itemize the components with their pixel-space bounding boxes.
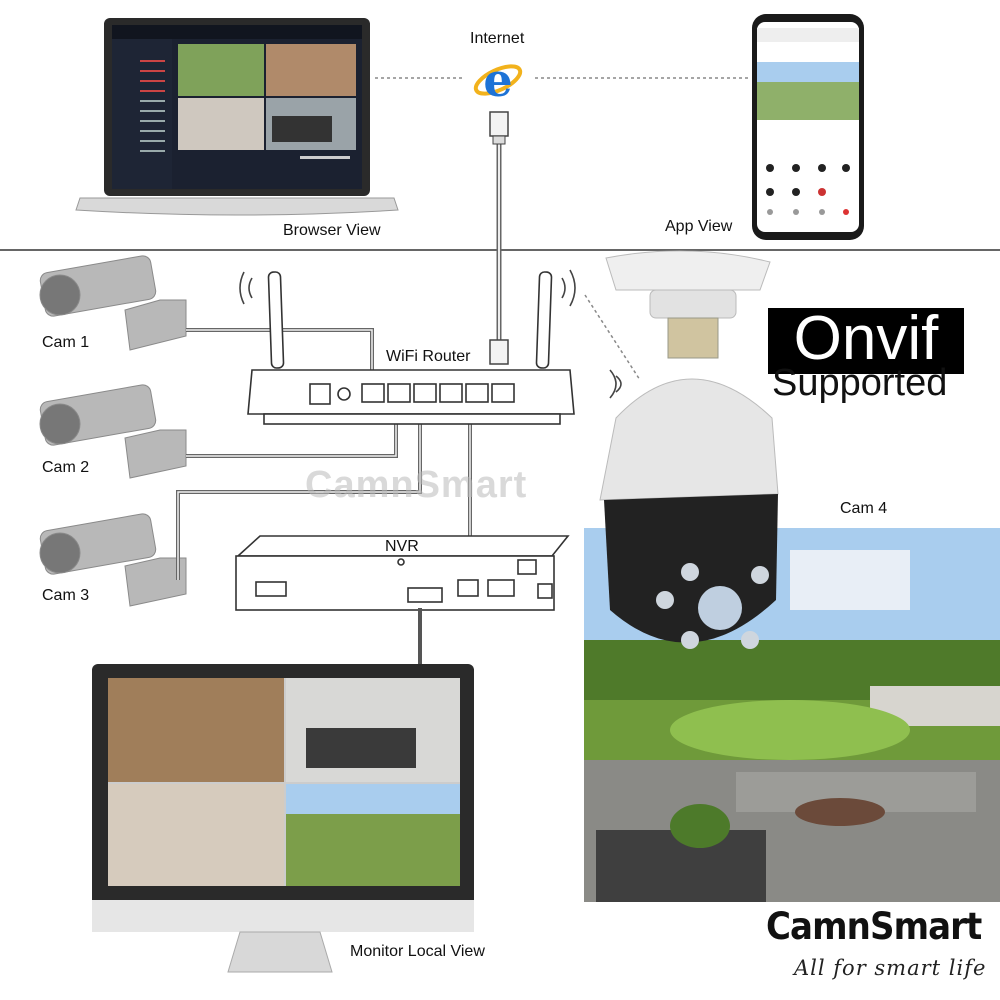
brand-logo: CamnSmart <box>766 905 982 948</box>
watermark-text: CamnSmart <box>305 464 528 506</box>
nvr-illustration <box>235 535 570 611</box>
wifi-waves-icon <box>239 269 576 307</box>
onvif-subtitle: Supported <box>772 362 948 404</box>
dotted-link-cam4 <box>584 294 641 381</box>
cam2-illustration <box>39 384 187 479</box>
onvif-title: Onvif <box>793 304 939 373</box>
cam4-illustration <box>599 250 779 649</box>
cam3-label: Cam 3 <box>42 587 90 604</box>
cam4-label: Cam 4 <box>840 500 888 517</box>
cam3-illustration <box>39 513 187 607</box>
cam2-label: Cam 2 <box>42 459 90 476</box>
monitor-label: Monitor Local View <box>350 943 485 960</box>
router-illustration <box>247 271 575 425</box>
cam1-label: Cam 1 <box>42 334 90 351</box>
nvr-label: NVR <box>385 538 419 555</box>
cam1-illustration <box>39 255 187 351</box>
svg-text:e: e <box>483 53 512 107</box>
internet-icon: e <box>473 53 523 107</box>
monitor-illustration <box>92 608 474 973</box>
browser-view-label: Browser View <box>283 222 381 239</box>
app-view-label: App View <box>665 218 733 235</box>
laptop-illustration <box>75 18 399 216</box>
internet-label: Internet <box>470 30 525 47</box>
router-label: WiFi Router <box>386 348 471 365</box>
internet-cable <box>489 111 509 365</box>
phone-illustration <box>752 14 864 240</box>
brand-tagline: All for smart life <box>794 956 987 980</box>
onvif-badge <box>768 308 964 374</box>
